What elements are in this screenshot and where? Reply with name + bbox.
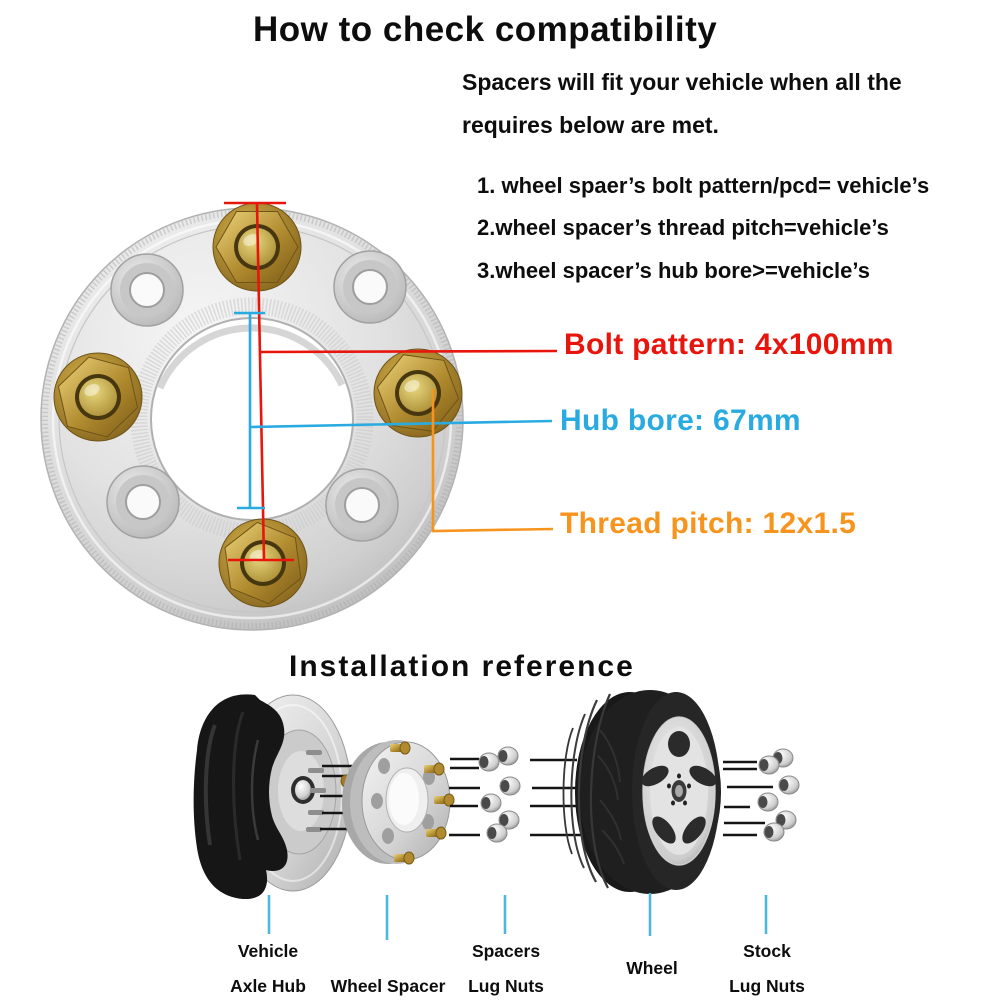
lug-nut-bottom (218, 518, 308, 608)
exploded-diagram (193, 690, 800, 940)
intro-line-2: requires below are met. (462, 112, 719, 138)
bolt-pattern-measure-lines (224, 201, 558, 562)
countersunk-hole (110, 253, 184, 327)
bolt-pattern-callout: Bolt pattern: 4x100mm (564, 328, 894, 361)
alignment-dashes-spacer (449, 757, 480, 837)
brake-caliper (193, 694, 288, 900)
label-leader-lines (267, 893, 768, 940)
countersunk-hole (106, 465, 180, 539)
label-line: Axle Hub (230, 976, 306, 996)
stock-lug-nuts (757, 748, 800, 842)
label-wheel: Wheel (626, 951, 678, 986)
requirement-3: 3.wheel spacer’s hub bore>=vehicle’s (477, 258, 870, 283)
label-line: Stock (743, 941, 791, 961)
spacer-lug-nuts (478, 746, 521, 843)
lug-nut-right (373, 348, 463, 438)
requirement-2: 2.wheel spacer’s thread pitch=vehicle’s (477, 215, 889, 240)
label-line: Wheel (626, 958, 678, 978)
hub-bore-measure-lines (234, 311, 553, 510)
label-line: Vehicle (237, 941, 299, 961)
thread-pitch-measure-lines (431, 389, 554, 533)
wheel-tire (562, 690, 721, 894)
label-line: Lug Nuts (729, 976, 805, 996)
requirement-1: 1. wheel spaer’s bolt pattern/pcd= vehic… (477, 173, 930, 198)
spacer-studs (390, 741, 455, 865)
page-title: How to check compatibility (253, 10, 718, 49)
hub-bore-callout: Hub bore: 67mm (560, 404, 801, 437)
intro-line-1: Spacers will fit your vehicle when all t… (462, 69, 902, 95)
label-line: Wheel Spacer (330, 976, 446, 996)
spacer-product-photo (40, 202, 464, 631)
label-stock-lug-nuts: Stock Lug Nuts (729, 934, 805, 1000)
alignment-dashes-stock (723, 760, 773, 837)
label-vehicle-axle-hub: Vehicle Axle Hub (230, 934, 306, 1000)
label-spacers-lug-nuts: Spacers Lug Nuts (468, 934, 544, 1000)
countersunk-hole (333, 250, 407, 324)
thread-pitch-callout: Thread pitch: 12x1.5 (560, 507, 857, 540)
installation-title: Installation reference (289, 650, 635, 683)
lug-nut-left (53, 352, 143, 442)
label-line: Spacers (471, 941, 541, 961)
label-wheel-spacer: Wheel Spacer (331, 969, 446, 1000)
label-line: Lug Nuts (468, 976, 544, 996)
wheel-spacer-part (340, 740, 455, 865)
countersunk-hole (325, 468, 399, 542)
